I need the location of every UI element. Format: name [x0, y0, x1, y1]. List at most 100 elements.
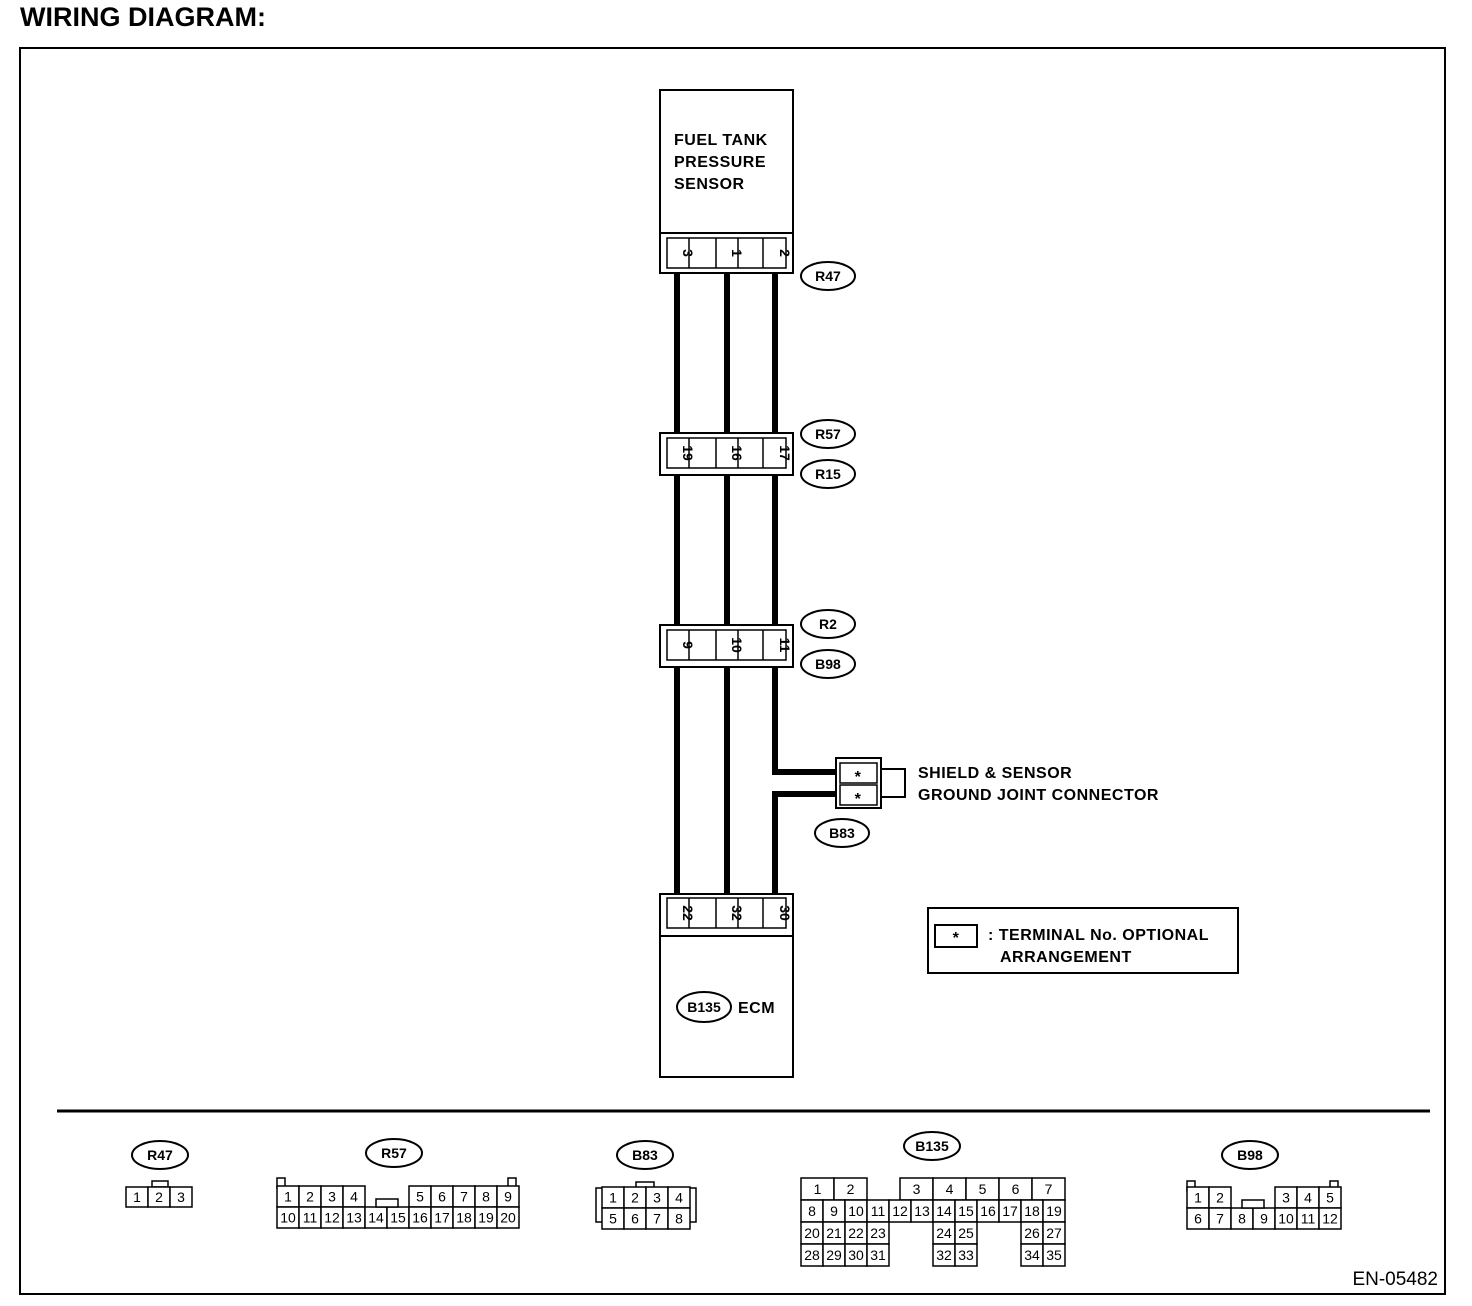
- view-r57-tag: R57: [381, 1145, 407, 1161]
- connector-cell-label: 33: [958, 1247, 974, 1263]
- connector-cell-label: 7: [1045, 1181, 1053, 1197]
- connector-cell-label: 8: [808, 1203, 816, 1219]
- legend: * : TERMINAL No. OPTIONAL ARRANGEMENT: [927, 907, 1239, 974]
- connector-cell-label: 5: [416, 1189, 424, 1205]
- view-b135-tag: B135: [915, 1138, 949, 1154]
- r2-pin-a: 9: [680, 641, 696, 649]
- connector-cell-label: 23: [870, 1225, 886, 1241]
- sensor-label-line-1: FUEL TANK: [674, 132, 768, 149]
- connector-cell-label: 4: [675, 1190, 683, 1206]
- connector-cell-label: 16: [412, 1210, 428, 1226]
- connector-cell-label: 1: [1194, 1190, 1202, 1206]
- connector-cell-label: 19: [478, 1210, 494, 1226]
- legend-line-2: ARRANGEMENT: [1000, 949, 1132, 966]
- connector-cell-label: 15: [958, 1203, 974, 1219]
- connector-cell-label: 11: [1301, 1211, 1316, 1227]
- connector-cell-label: 8: [482, 1189, 490, 1205]
- connector-cell-label: 3: [1282, 1190, 1290, 1206]
- connector-cell-label: 29: [826, 1247, 842, 1263]
- connector-cell-label: 7: [460, 1189, 468, 1205]
- figure-id: EN-05482: [1352, 1269, 1438, 1290]
- ecm-pin-c: 30: [777, 905, 793, 921]
- connector-cell-label: 10: [848, 1203, 864, 1219]
- connector-cell-label: 12: [1322, 1211, 1338, 1227]
- connector-cell-label: 25: [958, 1225, 974, 1241]
- connector-cell-label: 6: [1194, 1211, 1202, 1227]
- connector-cell-label: 35: [1046, 1247, 1062, 1263]
- connector-cell-label: 10: [280, 1210, 296, 1226]
- connector-key: [1241, 1199, 1265, 1209]
- connector-r57-r15: 19 16 17 R57 R15: [659, 419, 856, 489]
- connector-cell-label: 11: [871, 1203, 886, 1219]
- connector-cell: [667, 1207, 691, 1230]
- connector-cell-label: 2: [155, 1189, 163, 1205]
- connector-cell-label: 3: [913, 1181, 921, 1197]
- connector-cell-label: 6: [438, 1189, 446, 1205]
- r57-pin-b: 16: [729, 445, 745, 461]
- r15-tag: R15: [815, 466, 841, 482]
- connector-cell-label: 2: [631, 1190, 639, 1206]
- sensor-label-line-2: PRESSURE: [674, 154, 766, 171]
- legend-symbol: *: [953, 930, 960, 947]
- joint-pin-b: *: [855, 791, 862, 808]
- connector-cell: [169, 1186, 193, 1208]
- connector-cell-label: 1: [609, 1190, 617, 1206]
- wires: [674, 272, 840, 895]
- r57-pin-a: 19: [680, 445, 696, 461]
- connector-cell-label: 2: [306, 1189, 314, 1205]
- connector-cell-label: 20: [500, 1210, 516, 1226]
- connector-cell-label: 1: [133, 1189, 141, 1205]
- ecm: B135 ECM: [659, 935, 794, 1078]
- connector-cell-label: 4: [350, 1189, 358, 1205]
- connector-cell-label: 12: [892, 1203, 908, 1219]
- connector-cell-label: 18: [1024, 1203, 1040, 1219]
- connector-r2-b98: 9 10 11 R2 B98: [659, 609, 856, 679]
- r57-tag: R57: [815, 426, 841, 442]
- joint-label-line-1: SHIELD & SENSOR: [918, 765, 1072, 782]
- connector-cell-label: 7: [1216, 1211, 1224, 1227]
- connector-cell-label: 2: [847, 1181, 855, 1197]
- connector-cell-label: 8: [675, 1211, 683, 1227]
- connector-cell-label: 6: [1012, 1181, 1020, 1197]
- joint-pin-a: *: [855, 769, 862, 786]
- r2-pin-b: 10: [729, 637, 745, 653]
- connector-cell-label: 4: [1304, 1190, 1312, 1206]
- connector-key: [375, 1198, 399, 1208]
- ground-joint-connector-b83: * * SHIELD & SENSOR GROUND JOINT CONNECT…: [814, 757, 1159, 848]
- connector-cell-label: 3: [328, 1189, 336, 1205]
- legend-line-1: : TERMINAL No. OPTIONAL: [988, 927, 1209, 944]
- connector-cell-label: 26: [1024, 1225, 1040, 1241]
- connector-cell-label: 13: [346, 1210, 362, 1226]
- connector-cell-label: 8: [1238, 1211, 1246, 1227]
- connector-cell-label: 11: [303, 1210, 318, 1226]
- wire-9: [772, 666, 840, 775]
- connector-cell-label: 9: [1260, 1211, 1268, 1227]
- r47-pin-b: 1: [729, 249, 745, 257]
- view-b98-tag: B98: [1237, 1147, 1263, 1163]
- r47-pin-a: 3: [680, 249, 696, 257]
- connector-cell-label: 4: [946, 1181, 954, 1197]
- connector-cell-label: 1: [284, 1189, 292, 1205]
- connector-cell-label: 24: [936, 1225, 952, 1241]
- connector-cell-label: 10: [1278, 1211, 1294, 1227]
- connector-cell-label: 3: [177, 1189, 185, 1205]
- connector-cell-label: 1: [814, 1181, 822, 1197]
- joint-label-line-2: GROUND JOINT CONNECTOR: [918, 787, 1159, 804]
- r47-tag: R47: [815, 268, 841, 284]
- connector-cell-label: 31: [870, 1247, 886, 1263]
- connector-cell: [954, 1243, 978, 1267]
- b83-tag: B83: [829, 825, 855, 841]
- connector-cell-label: 13: [914, 1203, 930, 1219]
- connector-cell-label: 9: [504, 1189, 512, 1205]
- connector-cell-label: 2: [1216, 1190, 1224, 1206]
- page-title: WIRING DIAGRAM:: [20, 2, 266, 32]
